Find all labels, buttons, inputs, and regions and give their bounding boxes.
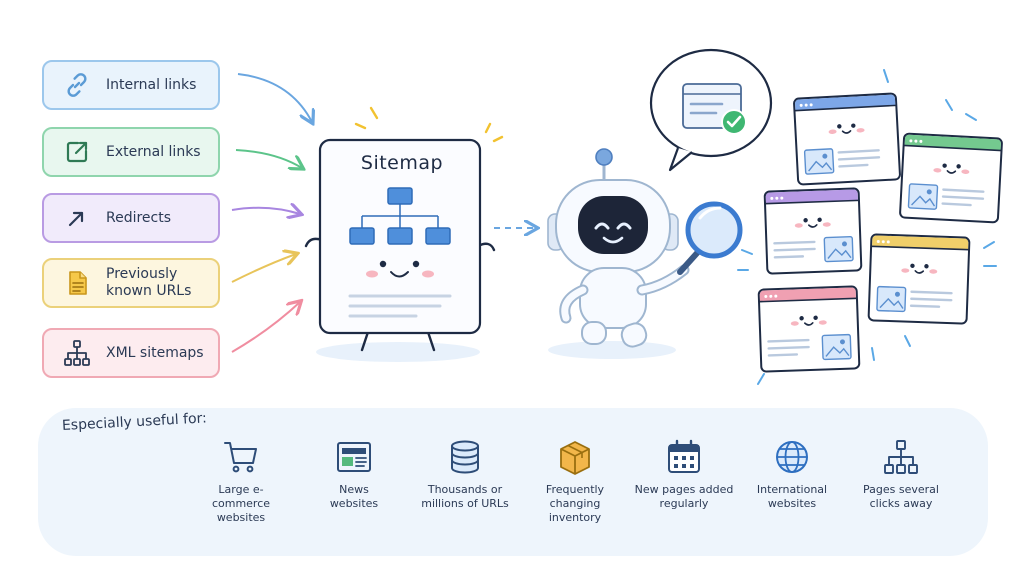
speech-bubble: [649, 48, 773, 172]
hierarchy-icon: [884, 440, 918, 474]
webpage-card: [793, 92, 901, 186]
sitemap-title: Sitemap: [360, 152, 444, 174]
source-external-links: External links: [42, 127, 220, 177]
webpage-card: [763, 187, 863, 275]
redirect-arrow-icon: [68, 211, 84, 227]
source-previously-known-urls: Previously known URLs: [42, 258, 220, 308]
motion-tick: [945, 99, 953, 111]
motion-tick: [983, 241, 995, 249]
use-case-news: News websites: [299, 437, 409, 511]
newspaper-icon: [337, 442, 371, 472]
source-label: XML sitemaps: [106, 344, 204, 361]
source-label: Redirects: [106, 209, 172, 226]
link-icon: [67, 73, 87, 97]
motion-tick: [757, 373, 765, 385]
source-xml-sitemaps: XML sitemaps: [42, 328, 220, 378]
globe-icon: [776, 441, 808, 473]
webpage-card: [757, 285, 861, 373]
use-case-label: Thousands or millions of URLs: [421, 483, 509, 510]
source-internal-links: Internal links: [42, 60, 220, 110]
use-case-thousands-of-urls: Thousands or millions of URLs: [410, 437, 520, 511]
use-case-label: News websites: [329, 483, 379, 510]
use-case-label: Frequently changing inventory: [545, 483, 605, 524]
use-cases-panel: [38, 408, 988, 556]
document-icon: [69, 271, 87, 295]
use-case-deep-pages: Pages several clicks away: [846, 437, 956, 511]
motion-tick: [871, 347, 875, 361]
use-case-label: New pages added regularly: [634, 483, 734, 510]
source-label: Internal links: [106, 76, 197, 93]
box-icon: [560, 441, 590, 475]
webpage-card: [899, 132, 1003, 224]
source-label: Previously known URLs: [106, 266, 192, 299]
arrow-external-links: [235, 149, 302, 168]
use-case-label: Pages several clicks away: [863, 483, 939, 510]
motion-tick: [741, 249, 753, 255]
sitemap-character: [304, 106, 504, 362]
use-case-changing-inventory: Frequently changing inventory: [520, 437, 630, 525]
arrow-previously-known: [231, 254, 296, 283]
use-case-label: International websites: [756, 483, 828, 510]
shopping-cart-icon: [224, 442, 257, 473]
arrow-redirects: [231, 208, 300, 214]
source-redirects: Redirects: [42, 193, 220, 243]
use-case-new-pages: New pages added regularly: [629, 437, 739, 511]
arrow-xml-sitemaps: [231, 302, 300, 353]
database-icon: [451, 440, 479, 474]
motion-tick: [904, 335, 911, 347]
calendar-icon: [668, 439, 700, 473]
use-case-international: International websites: [737, 437, 847, 511]
webpage-card: [867, 233, 971, 325]
arrow-internal-links: [237, 73, 312, 122]
motion-tick: [883, 69, 889, 83]
sitemap-tree-icon: [64, 340, 90, 366]
use-case-label: Large e-commerce websites: [211, 483, 271, 524]
motion-tick: [965, 113, 977, 121]
source-label: External links: [106, 143, 201, 160]
use-case-large-ecommerce: Large e-commerce websites: [186, 437, 296, 525]
external-link-icon: [66, 141, 88, 163]
robot-character: [547, 148, 743, 359]
webpage-cards: [737, 69, 1003, 385]
